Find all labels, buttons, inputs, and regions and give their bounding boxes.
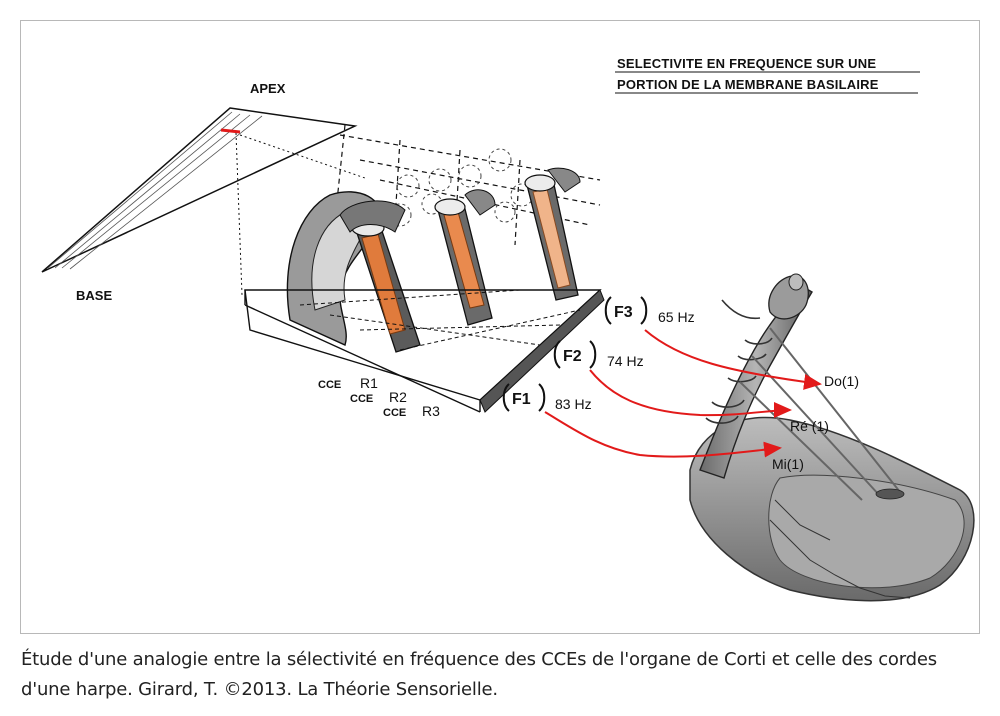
caption-line-1: Étude d'une analogie entre la sélectivit… — [21, 649, 937, 670]
cce-r3-label: R3 — [422, 403, 440, 419]
cce-r1-label: R1 — [360, 375, 378, 391]
cce-r1-prefix: CCE — [318, 379, 341, 391]
f2-tag: F2 — [563, 348, 582, 365]
cce-r2-label: R2 — [389, 389, 407, 405]
frequency-tag-f2: F2 74 Hz — [553, 340, 644, 369]
cce-r3-prefix: CCE — [383, 407, 406, 419]
frequency-tag-f3: F3 65 Hz — [604, 296, 695, 325]
figure-caption: Étude d'une analogie entre la sélectivit… — [21, 645, 986, 705]
f2-hz-label: 74 Hz — [607, 353, 644, 369]
caption-line-2: d'une harpe. Girard, T. ©2013. La Théori… — [21, 679, 498, 700]
title-line-1: Selectivite en frequence sur une — [617, 56, 876, 71]
frequency-tag-f1: F1 83 Hz — [502, 383, 592, 412]
apex-label: APEX — [250, 81, 286, 96]
note-re-label: Ré (1) — [790, 418, 829, 434]
arrow-f3-to-do — [644, 329, 822, 390]
arrow-f2-to-re — [589, 369, 792, 419]
basilar-membrane-sketch — [41, 107, 366, 296]
diagram: Selectivite en frequence sur une portion… — [41, 56, 975, 602]
arrow-f1-to-mi — [544, 411, 782, 458]
cce-r2-prefix: CCE — [350, 393, 373, 405]
organ-of-corti-sketch — [244, 124, 605, 413]
base-label: BASE — [76, 288, 112, 303]
f3-hz-label: 65 Hz — [658, 309, 695, 325]
frequency-arrows — [544, 329, 822, 458]
f3-tag: F3 — [614, 304, 633, 321]
harp-illustration — [689, 273, 975, 602]
note-do-label: Do(1) — [824, 373, 859, 389]
f1-tag: F1 — [512, 391, 531, 408]
membrane-section-marker — [220, 128, 241, 134]
title-line-2: portion de la membrane basilaire — [617, 77, 879, 92]
f1-hz-label: 83 Hz — [555, 396, 592, 412]
cce-row-labels: CCE R1 CCE R2 CCE R3 — [318, 375, 440, 419]
note-mi-label: Mi(1) — [772, 456, 804, 472]
